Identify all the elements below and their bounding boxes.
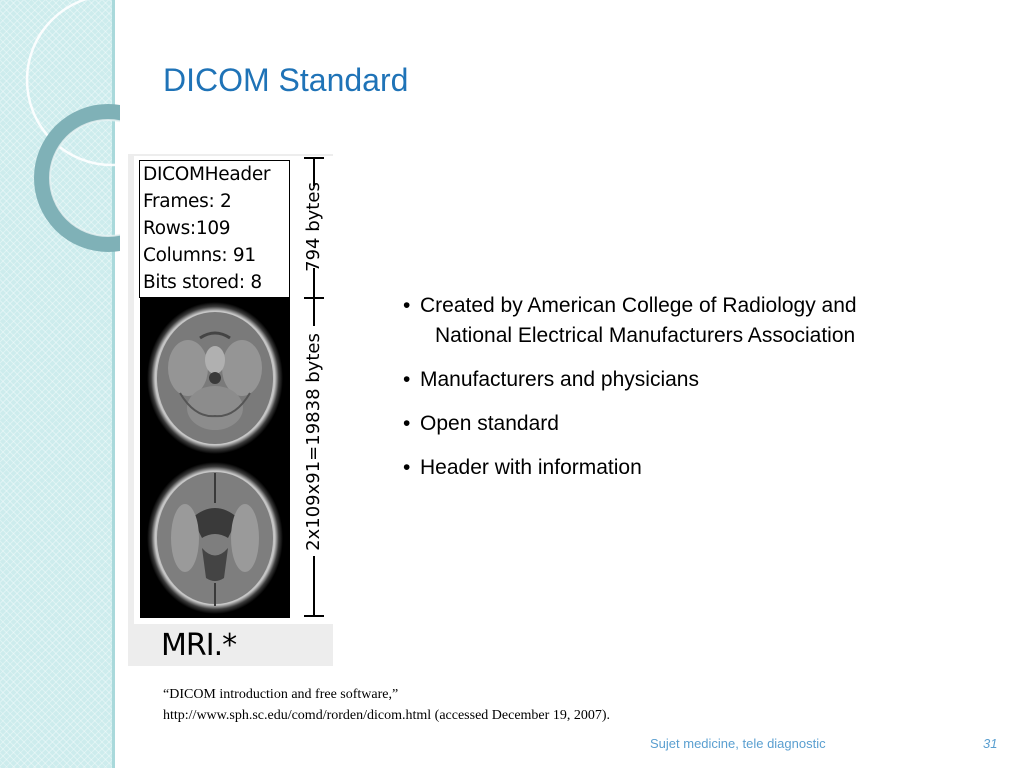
slide-title: DICOM Standard	[163, 62, 409, 98]
bullet-text: Header with information	[420, 456, 642, 479]
citation: “DICOM introduction and free software,” …	[163, 684, 610, 726]
header-line-columns: Columns: 91	[143, 245, 256, 266]
mri-slice-1	[147, 302, 283, 454]
bullet-item: • Header with information	[403, 452, 963, 484]
citation-title: “DICOM introduction and free software,”	[163, 687, 399, 702]
thick-ring	[34, 104, 120, 252]
dicom-figure: DICOMHeader Frames: 2 Rows:109 Columns: …	[128, 154, 333, 666]
bullet-text: Created by American College of Radiology…	[420, 294, 857, 317]
sidebar-edge	[112, 0, 115, 768]
bullet-item: • Open standard	[403, 408, 963, 440]
bullet-list: • Created by American College of Radiolog…	[403, 290, 963, 496]
footer-text: Sujet medicine, tele diagnostic	[650, 736, 826, 751]
mri-scan-images	[140, 298, 290, 618]
bullet-text: Open standard	[420, 412, 559, 435]
header-line-title: DICOMHeader	[143, 164, 271, 185]
page-number: 31	[983, 736, 998, 751]
header-line-rows: Rows:109	[143, 218, 231, 239]
bullet-dot: •	[403, 368, 411, 391]
header-size-label: 794 bytes	[303, 182, 324, 272]
header-line-bits: Bits stored: 8	[143, 272, 262, 293]
bullet-text: Manufacturers and physicians	[420, 368, 699, 391]
bullet-item: • Created by American College of Radiolog…	[403, 290, 963, 352]
bullet-dot: •	[403, 456, 411, 479]
bullet-continuation: National Electrical Manufacturers Associ…	[435, 324, 856, 347]
decorative-circles	[25, 0, 120, 252]
bullet-dot: •	[403, 412, 411, 435]
byte-size-ruler	[304, 157, 324, 617]
header-line-frames: Frames: 2	[143, 191, 232, 212]
mri-slice-2	[147, 462, 283, 614]
mri-brain-slices	[147, 302, 283, 614]
bullet-item: • Manufacturers and physicians	[403, 364, 963, 396]
ring-highlight	[49, 119, 120, 237]
citation-url: http://www.sph.sc.edu/comd/rorden/dicom.…	[163, 708, 610, 723]
figure-canvas: DICOMHeader Frames: 2 Rows:109 Columns: …	[134, 156, 333, 624]
bullet-dot: •	[403, 294, 411, 317]
dicom-header-box: DICOMHeader Frames: 2 Rows:109 Columns: …	[139, 160, 290, 298]
figure-caption: MRI.*	[161, 628, 237, 663]
image-size-label: 2x109x91=19838 bytes	[303, 333, 324, 551]
thin-ring	[25, 0, 120, 167]
